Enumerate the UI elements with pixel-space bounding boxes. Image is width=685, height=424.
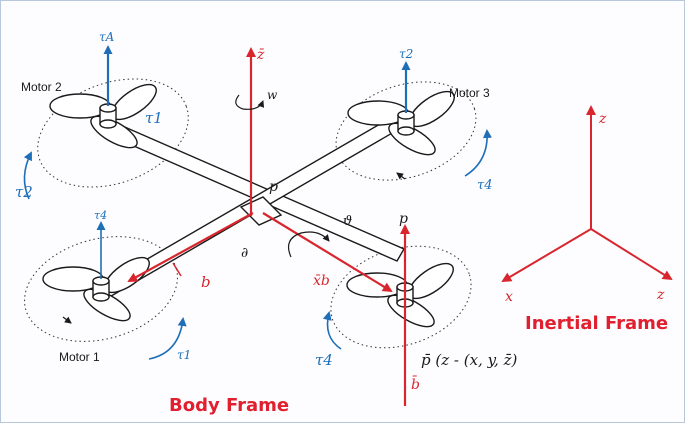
body-frame-caption: Body Frame [169, 395, 289, 416]
torque-arc-motor4 [322, 311, 342, 350]
torque-arc-motor3 [464, 129, 492, 177]
xb-label: x̄b [313, 273, 330, 289]
inertial-z-right-axis [590, 228, 673, 281]
tau-2-motor3-label: τ2 [399, 47, 413, 61]
delta-label: ∂ [241, 245, 248, 261]
orbit-arrow-motor3 [396, 172, 406, 180]
rotor-4-orbit [330, 245, 472, 349]
propeller-motor-4 [346, 256, 460, 334]
p-center-label: p [269, 179, 278, 195]
tau-4-motor4-label: τ4 [315, 351, 333, 369]
p-right-label: p [399, 211, 408, 227]
orbit-arrow-motor1 [62, 316, 72, 324]
tau-a-label: τA [99, 30, 115, 44]
body-b-left-axis [127, 212, 254, 282]
motor-3-label: Motor 3 [449, 86, 490, 100]
rotation-w-arrow [235, 94, 265, 110]
torque-arc-motor1 [148, 317, 187, 360]
propeller-motor-1 [42, 250, 156, 328]
b-bottom-label: b̄ [411, 375, 420, 393]
w-label: w [267, 88, 278, 102]
tau-2-side-label: τ2 [15, 183, 33, 201]
inertial-frame-caption: Inertial Frame [525, 313, 668, 334]
inertial-x-axis [501, 228, 592, 283]
body-xb-axis [262, 212, 393, 293]
theta-label: ϑ [343, 214, 352, 229]
bar-tick [172, 262, 182, 277]
tau-1-motor2-label: τ1 [145, 109, 163, 127]
inertial-z-right-label: z [656, 287, 665, 303]
motor-2-label: Motor 2 [21, 80, 62, 94]
motor-1-label: Motor 1 [59, 350, 100, 364]
rotor-2-orbit [37, 78, 189, 188]
p-equation: p̄ (z - (x, y, z̄) [421, 351, 517, 369]
tau-4-motor3-label: τ4 [477, 178, 492, 193]
rotation-theta-arrow [288, 231, 330, 258]
tau-4-motor1-label: τ4 [94, 209, 107, 222]
body-z-label: z̄ [256, 47, 265, 63]
tau-1-motor1-label: τ1 [177, 348, 191, 362]
inertial-x-label: x [505, 289, 513, 305]
rotor-3-orbit [335, 81, 477, 181]
b-left-label: b [201, 273, 211, 291]
inertial-z-label: z [598, 111, 607, 127]
torque-arc-left [23, 151, 32, 200]
